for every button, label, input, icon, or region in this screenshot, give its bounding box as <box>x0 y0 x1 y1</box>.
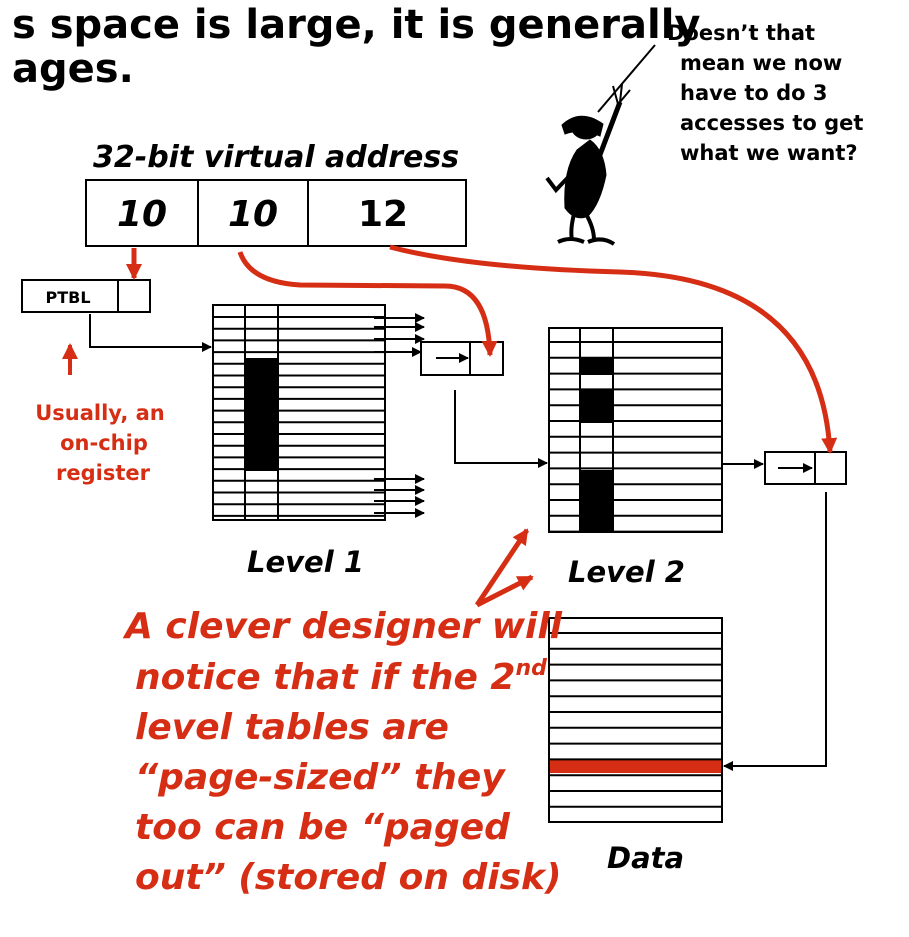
speech-line: what we want? <box>680 141 858 165</box>
note-line-2-sup: nd <box>515 656 547 681</box>
level-1-used-block <box>245 358 278 471</box>
data-page <box>548 617 723 823</box>
level-2-table <box>548 327 723 533</box>
level-2-used-block <box>580 390 613 423</box>
address-field-1: 10 <box>117 194 167 235</box>
speech-pointer-line <box>597 44 656 113</box>
ptbl-note: Usually, an on-chip register <box>35 401 165 485</box>
stick-figure-icon <box>545 83 631 246</box>
ptbl-register: PTBL <box>21 279 151 313</box>
level-1-label: Level 1 <box>247 545 364 579</box>
note-line-4: “page-sized” they <box>135 757 506 798</box>
note-line-6: out” (stored on disk) <box>135 857 561 898</box>
note-line-1: A clever designer will <box>122 606 563 647</box>
header-line-1: s space is large, it is generally <box>12 2 700 48</box>
ptbl-note-line: Usually, an <box>35 401 165 425</box>
designer-note: A clever designer will notice that if th… <box>122 606 563 898</box>
speech-bubble-text: Doesn’t that mean we now have to do 3 ac… <box>667 21 863 165</box>
ptbl-note-line: on-chip <box>60 431 148 455</box>
level-2-label: Level 2 <box>568 555 685 589</box>
address-field-3: 12 <box>358 194 408 235</box>
note-line-5: too can be “paged <box>135 807 511 848</box>
speech-line: mean we now <box>680 51 842 75</box>
level-2-entry-box <box>764 451 847 485</box>
ptbl-note-line: register <box>56 461 151 485</box>
level-1-table <box>212 304 386 521</box>
level-1-pointer-arrows <box>374 313 425 518</box>
speech-line: accesses to get <box>680 111 863 135</box>
header-line-2: ages. <box>12 46 134 92</box>
note-line-2-main: notice that if the 2 <box>135 657 515 698</box>
note-line-2: notice that if the 2nd <box>135 656 547 698</box>
black-connectors <box>89 314 827 771</box>
speech-line: Doesn’t that <box>667 21 815 45</box>
level-2-used-block <box>580 358 613 375</box>
note-line-3: level tables are <box>135 707 449 748</box>
address-caption: 32-bit virtual address <box>93 140 459 175</box>
ptbl-label: PTBL <box>45 288 90 307</box>
red-connectors <box>126 244 838 608</box>
data-label: Data <box>607 841 684 875</box>
virtual-address-box: 10 10 12 <box>85 179 467 247</box>
address-field-2: 10 <box>228 194 278 235</box>
speech-line: have to do 3 <box>680 81 828 105</box>
data-target-row <box>550 760 721 773</box>
